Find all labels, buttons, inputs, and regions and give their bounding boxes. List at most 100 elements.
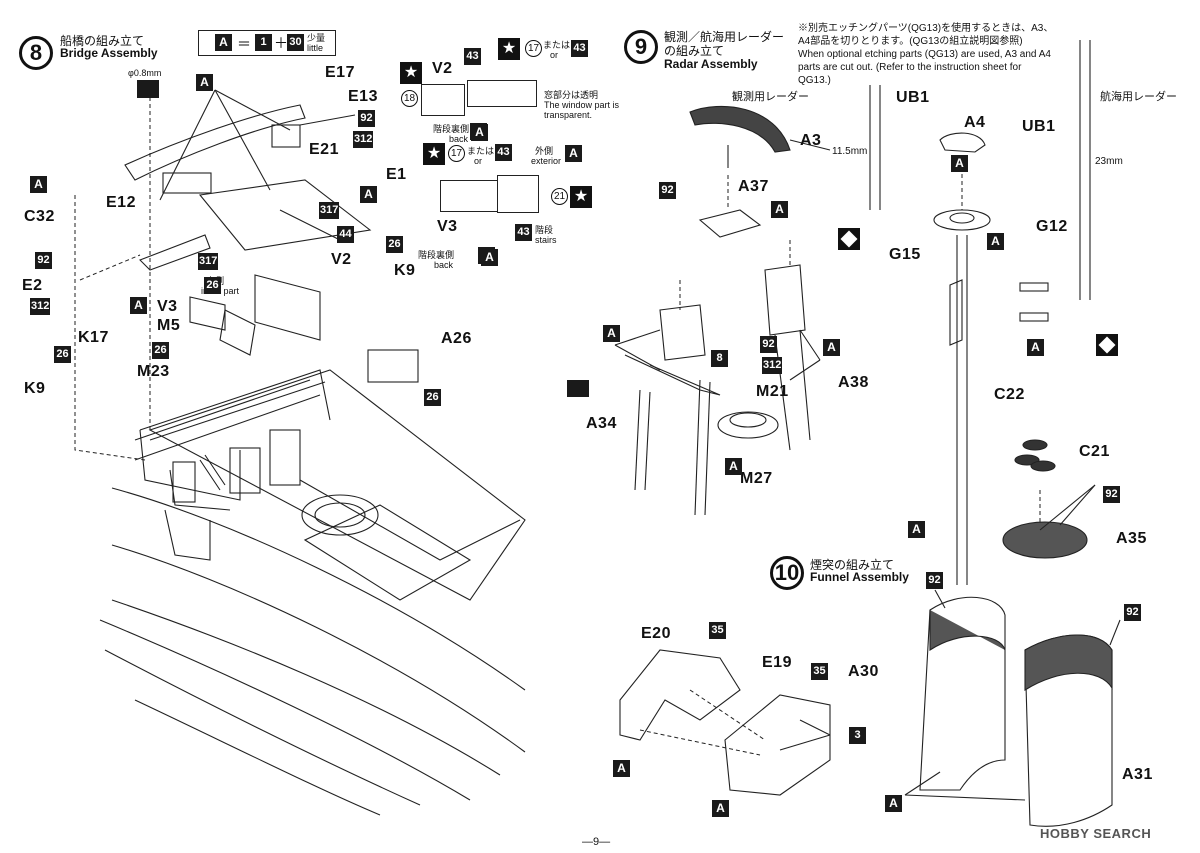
or-en: or (550, 50, 559, 60)
part-e2: E2 (22, 277, 43, 294)
v3-window-drawing (497, 175, 539, 213)
step-8-title-jp: 船橋の組み立て (60, 34, 145, 48)
window-note-en2: transparent. (544, 110, 593, 120)
color-circle-17: 17 (448, 145, 465, 162)
part-k17: K17 (78, 329, 109, 346)
star-icon: ★ (570, 186, 592, 208)
marker-a: A (987, 233, 1004, 250)
note-jp2: A4部品を切りとります。(QG13の組立説明図参照) (798, 36, 1023, 47)
marker-a: A (1027, 339, 1044, 356)
part-g15: G15 (889, 246, 921, 263)
marker-a: A (951, 155, 968, 172)
marker-a: A (565, 145, 582, 162)
part-e20: E20 (641, 625, 671, 642)
part-v2: V2 (331, 251, 352, 268)
part-g12: G12 (1036, 218, 1068, 235)
part-c22: C22 (994, 386, 1025, 403)
part-a30: A30 (848, 663, 879, 680)
color-8: 8 (711, 350, 728, 367)
color-44: 44 (337, 226, 354, 243)
diamond-icon (1096, 334, 1118, 356)
color-26: 26 (386, 236, 403, 253)
color-92: 92 (760, 336, 777, 353)
outer-en: exterior (531, 156, 562, 166)
color-circle-21: 21 (551, 188, 568, 205)
length-11-5: 11.5mm (832, 146, 868, 157)
legend-a: A (215, 34, 232, 51)
step-9-number: 9 (624, 30, 658, 64)
stair-back-jp-2: 階段裏側 (418, 250, 455, 260)
stairs-jp: 階段 (535, 225, 554, 235)
color-317: 317 (198, 253, 219, 270)
drill-icon (137, 80, 159, 98)
color-circle-18: 18 (401, 90, 418, 107)
or-jp: または (543, 40, 571, 50)
marker-a: A (885, 795, 902, 812)
color-92: 92 (926, 572, 943, 589)
step-8-number: 8 (19, 36, 53, 70)
star-icon: ★ (400, 62, 422, 84)
marker-a: A (30, 176, 47, 193)
part-e19: E19 (762, 654, 792, 671)
part-e17: E17 (325, 64, 355, 81)
paint-legend: A ＝ 1 ＋ 30 少量 little (198, 30, 336, 56)
color-circle-17: 17 (525, 40, 542, 57)
marker-a: A (360, 186, 377, 203)
color-92: 92 (358, 110, 375, 127)
or-jp: または (467, 146, 495, 156)
part-a31: A31 (1122, 766, 1153, 783)
radar-obs-label: 観測用レーダー (732, 91, 809, 103)
metallic-icon (567, 380, 589, 397)
step-10-title-jp: 煙突の組み立て (810, 558, 895, 572)
marker-a: A (823, 339, 840, 356)
part-a3: A3 (800, 132, 822, 149)
part-m21: M21 (756, 383, 789, 400)
part-k9-upper: K9 (394, 262, 416, 279)
watermark: HOBBY SEARCH (1040, 826, 1152, 841)
part-ub1-left: UB1 (896, 89, 930, 106)
step-10-number: 10 (770, 556, 804, 590)
stairs-en: stairs (535, 235, 557, 245)
marker-a: A (481, 249, 498, 266)
note-en2: parts are cut out. (Refer to the instruc… (798, 62, 1022, 73)
part-v3: V3 (157, 298, 178, 315)
part-k9-lower: K9 (24, 380, 46, 397)
marker-a: A (196, 74, 213, 91)
step-9-title-jp2: の組み立て (664, 44, 725, 58)
marker-a: A (471, 124, 488, 141)
part-ub1-right: UB1 (1022, 118, 1056, 135)
stair-back-en: back (449, 134, 469, 144)
part-e12: E12 (106, 194, 136, 211)
color-26: 26 (424, 389, 441, 406)
step-9-title-jp1: 観測／航海用レーダー (664, 30, 785, 44)
part-a4: A4 (964, 114, 986, 131)
part-c32: C32 (24, 208, 55, 225)
stair-back-jp: 階段裏側 (433, 124, 470, 134)
part-v3-detail: V3 (437, 218, 458, 235)
color-92: 92 (1103, 486, 1120, 503)
part-a34: A34 (586, 415, 617, 432)
part-a35: A35 (1116, 530, 1147, 547)
marker-a: A (712, 800, 729, 817)
part-m23: M23 (137, 363, 170, 380)
color-43: 43 (515, 224, 532, 241)
step-8-title-en: Bridge Assembly (60, 46, 158, 60)
part-a37: A37 (738, 178, 769, 195)
color-43: 43 (464, 48, 481, 65)
diamond-icon (838, 228, 860, 250)
phi-label: φ0.8mm (128, 68, 162, 78)
star-icon: ★ (498, 38, 520, 60)
color-92: 92 (659, 182, 676, 199)
color-35: 35 (811, 663, 828, 680)
stair-back-en-2: back (434, 260, 454, 270)
color-312: 312 (30, 298, 51, 315)
color-35: 35 (709, 622, 726, 639)
v2-detail-drawing (421, 84, 465, 116)
legend-little-jp: 少量 (307, 33, 326, 43)
part-a38: A38 (838, 374, 869, 391)
color-312: 312 (353, 131, 374, 148)
note-jp1: ※別売エッチングパーツ(QG13)を使用するときは、A3、 (798, 23, 1054, 34)
length-23: 23mm (1095, 156, 1123, 167)
star-icon: ★ (423, 143, 445, 165)
